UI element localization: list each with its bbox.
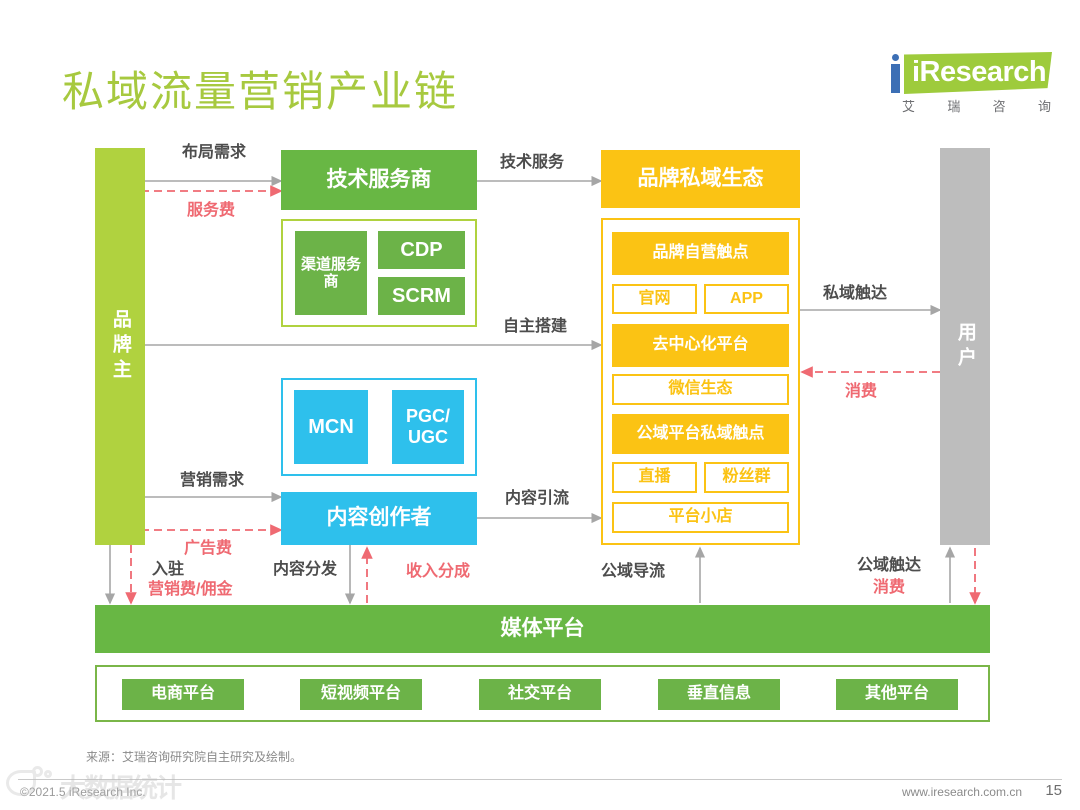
- block-cdp[interactable]: CDP: [378, 231, 465, 269]
- block-live[interactable]: 直播: [612, 462, 697, 493]
- block-channel-provider[interactable]: 渠道服务商: [295, 231, 367, 315]
- block-brand-owner-label: 品牌主: [109, 309, 131, 384]
- block-tech-provider-label: 技术服务商: [326, 167, 432, 191]
- block-brand-owner[interactable]: 品牌主: [95, 148, 145, 545]
- logo-chinese-name: 艾 瑞 咨 询: [902, 96, 1052, 115]
- block-scrm-label: SCRM: [392, 284, 451, 307]
- label-public-reach: 公域触达: [857, 557, 922, 574]
- platform-chip-label-0: 电商平台: [150, 685, 215, 703]
- footer-url[interactable]: www.iresearch.com.cn: [901, 785, 1022, 799]
- block-user[interactable]: 用户: [940, 148, 990, 545]
- source-note: 来源：艾瑞咨询研究院自主研究及绘制。: [86, 750, 303, 764]
- block-mcn-label: MCN: [308, 415, 354, 438]
- block-fan-group[interactable]: 粉丝群: [704, 462, 789, 493]
- logo-cn-char-4: 询: [1037, 99, 1052, 114]
- block-public-private-touchpoint[interactable]: 公域平台私域触点: [612, 414, 789, 454]
- block-app-label: APP: [730, 289, 763, 307]
- label-public-diversion: 公域导流: [601, 563, 666, 580]
- logo-cn-char-1: 艾: [902, 99, 917, 114]
- label-content-distribution: 内容分发: [273, 561, 338, 578]
- block-media-platform-label: 媒体平台: [500, 616, 585, 640]
- platform-chip-label-2: 社交平台: [507, 685, 572, 703]
- platform-chip-label-3: 垂直信息: [686, 685, 751, 703]
- platform-chip-4[interactable]: 其他平台: [836, 679, 958, 710]
- block-decentralized-platform-label: 去中心化平台: [652, 336, 749, 354]
- block-brand-private-eco-label: 品牌私域生态: [637, 166, 764, 190]
- logo-green-shape-icon: [904, 52, 1052, 94]
- block-platform-shop[interactable]: 平台小店: [612, 502, 789, 533]
- block-tech-provider[interactable]: 技术服务商: [281, 150, 477, 210]
- logo-wordmark: iResearch: [912, 56, 1047, 88]
- block-live-label: 直播: [638, 468, 671, 486]
- block-media-platform[interactable]: 媒体平台: [95, 605, 990, 653]
- platform-chip-3[interactable]: 垂直信息: [658, 679, 780, 710]
- label-marketing-demand: 营销需求: [180, 472, 245, 489]
- block-pgc-ugc-label: PGC/ UGC: [405, 406, 450, 447]
- block-scrm[interactable]: SCRM: [378, 277, 465, 315]
- platform-chip-2[interactable]: 社交平台: [479, 679, 601, 710]
- label-self-build: 自主搭建: [503, 318, 568, 335]
- block-official-site[interactable]: 官网: [612, 284, 697, 314]
- logo-mark: iResearch: [882, 52, 1052, 94]
- label-tech-service: 技术服务: [500, 154, 565, 171]
- block-fan-group-label: 粉丝群: [722, 468, 771, 486]
- block-wechat-eco[interactable]: 微信生态: [612, 374, 789, 405]
- block-self-touchpoint-label: 品牌自营触点: [652, 244, 749, 262]
- block-brand-private-eco[interactable]: 品牌私域生态: [601, 150, 800, 208]
- block-content-creator-label: 内容创作者: [326, 506, 432, 530]
- logo-i-stem-icon: [891, 64, 900, 93]
- logo-i-dot-icon: [892, 54, 899, 61]
- label-content-traffic: 内容引流: [505, 490, 570, 507]
- logo-cn-char-2: 瑞: [947, 99, 962, 114]
- block-user-label: 用户: [954, 321, 976, 372]
- label-ad-fee: 广告费: [184, 540, 233, 557]
- label-consume-right: 消费: [845, 383, 878, 400]
- block-self-touchpoint[interactable]: 品牌自营触点: [612, 232, 789, 275]
- block-content-creator[interactable]: 内容创作者: [281, 492, 477, 545]
- label-settle-in: 入驻: [152, 561, 185, 578]
- platform-chip-0[interactable]: 电商平台: [122, 679, 244, 710]
- platform-chip-label-4: 其他平台: [864, 685, 929, 703]
- platform-chip-label-1: 短视频平台: [320, 685, 401, 703]
- block-app[interactable]: APP: [704, 284, 789, 314]
- block-pgc-ugc[interactable]: PGC/ UGC: [392, 390, 464, 464]
- page-title: 私域流量营销产业链: [62, 68, 459, 115]
- label-service-fee: 服务费: [187, 202, 236, 219]
- label-revenue-share: 收入分成: [406, 563, 471, 580]
- block-platform-shop-label: 平台小店: [668, 508, 733, 526]
- label-layout-demand: 布局需求: [182, 144, 247, 161]
- block-official-site-label: 官网: [638, 289, 671, 307]
- block-public-private-touchpoint-label: 公域平台私域触点: [636, 424, 765, 442]
- label-consume-bottom: 消费: [873, 579, 906, 596]
- copyright-text: ©2021.5 iResearch Inc.: [20, 785, 146, 799]
- block-channel-provider-label: 渠道服务商: [301, 255, 362, 290]
- platform-chip-1[interactable]: 短视频平台: [300, 679, 422, 710]
- footer-divider: [18, 779, 1062, 780]
- logo-cn-char-3: 咨: [992, 99, 1007, 114]
- block-decentralized-platform[interactable]: 去中心化平台: [612, 324, 789, 367]
- block-mcn[interactable]: MCN: [294, 390, 368, 464]
- label-private-reach: 私域触达: [823, 285, 888, 302]
- page-number: 15: [1045, 782, 1062, 799]
- label-marketing-commission: 营销费/佣金: [148, 581, 233, 598]
- block-cdp-label: CDP: [400, 238, 443, 261]
- block-wechat-eco-label: 微信生态: [668, 380, 733, 398]
- iresearch-logo: iResearch 艾 瑞 咨 询: [882, 52, 1052, 114]
